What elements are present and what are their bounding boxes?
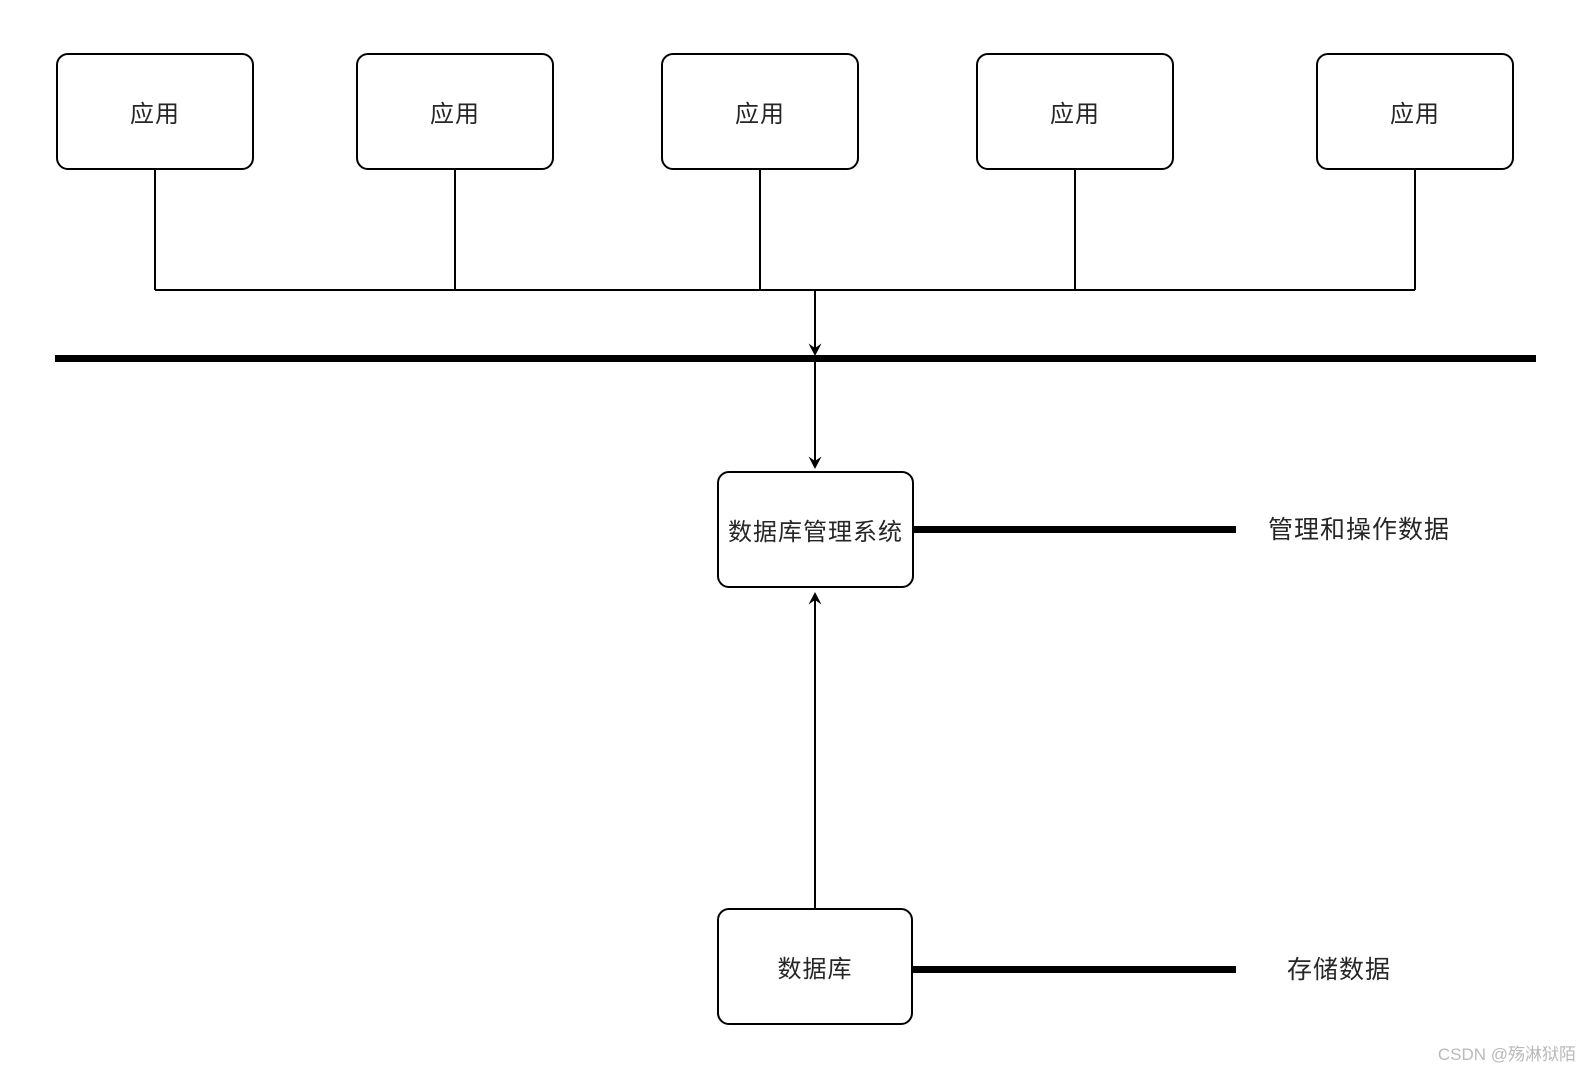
database-node-label: 数据库 (777, 956, 853, 983)
app-node-label: 应用 (1050, 101, 1100, 128)
watermark: CSDN @殇淋狱陌 (1437, 1045, 1576, 1064)
app-node: 应用 (1316, 53, 1514, 170)
app-node-label: 应用 (430, 101, 480, 128)
dbms-node-label: 数据库管理系统 (728, 519, 903, 546)
app-node: 应用 (976, 53, 1174, 170)
db-note-line (913, 966, 1236, 973)
app-bus-connector-lines (154, 170, 1416, 291)
dbms-note-label: 管理和操作数据 (1268, 516, 1451, 544)
app-node: 应用 (356, 53, 554, 170)
app-node-label: 应用 (130, 101, 180, 128)
app-node-label: 应用 (1390, 101, 1440, 128)
app-node: 应用 (661, 53, 859, 170)
dbms-note-line (914, 526, 1236, 533)
dbms-node: 数据库管理系统 (717, 471, 914, 588)
db-note-label: 存储数据 (1287, 956, 1392, 984)
bus-line (55, 355, 1536, 362)
app-node-label: 应用 (735, 101, 785, 128)
database-node: 数据库 (717, 908, 913, 1025)
app-node: 应用 (56, 53, 254, 170)
